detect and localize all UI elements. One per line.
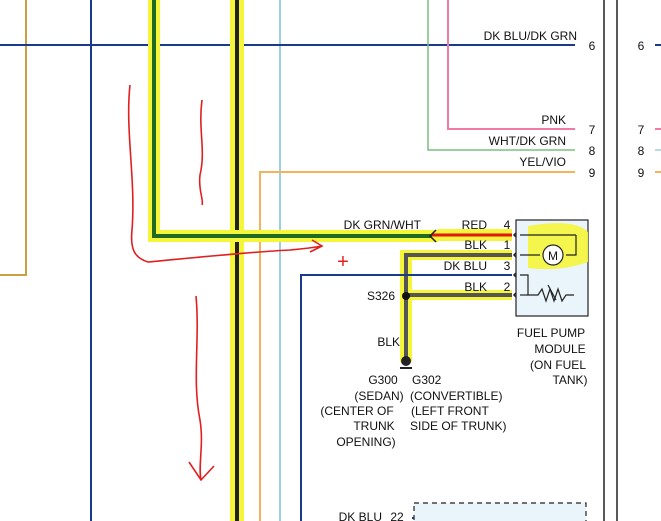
g302-line-1: G302 xyxy=(412,373,442,387)
annotation-arrow-left xyxy=(127,84,324,263)
fuel-level-sensor xyxy=(520,274,574,303)
dk-blu-wire xyxy=(300,274,512,521)
right-pin-6: 6 xyxy=(638,39,645,53)
annotation-plus: + xyxy=(337,251,349,273)
pin-1: 1 xyxy=(504,238,511,252)
pin-9: 9 xyxy=(589,166,596,180)
label-blk-top: BLK xyxy=(464,238,487,252)
pin-2: 2 xyxy=(504,280,511,294)
label-red: RED xyxy=(462,218,488,232)
pin-22: 22 xyxy=(390,510,404,521)
motor-letter: M xyxy=(548,249,558,263)
module-label-1: FUEL PUMP xyxy=(517,326,585,340)
pin-6: 6 xyxy=(589,39,596,53)
g300-line-2: (SEDAN) xyxy=(354,389,403,403)
g302-line-3: (LEFT FRONT xyxy=(411,404,489,418)
g302-line-2: (CONVERTIBLE) xyxy=(410,389,502,403)
wht-dk-grn-wire xyxy=(427,0,575,151)
pin-7: 7 xyxy=(589,123,596,137)
g300-line-5: OPENING) xyxy=(336,435,395,449)
g300-line-3: (CENTER OF xyxy=(320,404,393,418)
g300-line-4: TRUNK xyxy=(353,419,394,433)
pin-3: 3 xyxy=(504,259,511,273)
label-blk-low: BLK xyxy=(464,280,487,294)
pnk-wire xyxy=(447,0,575,130)
label-dk-blu-bottom: DK BLU xyxy=(339,510,382,521)
g302-line-4: SIDE OF TRUNK) xyxy=(410,419,506,433)
right-pin-8: 8 xyxy=(638,144,645,158)
label-pnk: PNK xyxy=(541,113,566,127)
label-yel-vio: YEL/VIO xyxy=(519,155,566,169)
label-dk-grn-wht: DK GRN/WHT xyxy=(344,218,422,232)
bottom-dashed-box xyxy=(413,502,587,521)
dk-grn-wht-wire xyxy=(152,0,432,238)
module-label-4: TANK) xyxy=(552,373,587,387)
pin-4: 4 xyxy=(504,218,511,232)
pin-8: 8 xyxy=(589,144,596,158)
right-pin-7: 7 xyxy=(638,123,645,137)
blk-wire-top xyxy=(404,253,512,360)
label-s326: S326 xyxy=(367,289,395,303)
annotation-squiggle-top xyxy=(198,99,204,206)
module-label-3: (ON FUEL xyxy=(530,358,586,372)
sensor-wiper xyxy=(547,284,557,301)
module-line-motor xyxy=(566,235,577,256)
ground-symbol xyxy=(401,356,411,366)
label-blk-vertical: BLK xyxy=(377,335,400,349)
g300-line-1: G300 xyxy=(368,373,398,387)
module-label-2: MODULE xyxy=(534,342,585,356)
annotation-arrow-down xyxy=(188,295,215,482)
label-dk-blu: DK BLU xyxy=(444,259,487,273)
label-wht-dk-grn: WHT/DK GRN xyxy=(489,134,566,148)
connector-dk-grn-wht xyxy=(428,229,437,243)
yel-vio-wire xyxy=(259,171,575,521)
label-dk-blu-dk-grn: DK BLU/DK GRN xyxy=(484,29,577,43)
right-pin-9: 9 xyxy=(638,166,645,180)
splice-s326-dot xyxy=(402,292,410,300)
motor-symbol xyxy=(542,244,564,266)
